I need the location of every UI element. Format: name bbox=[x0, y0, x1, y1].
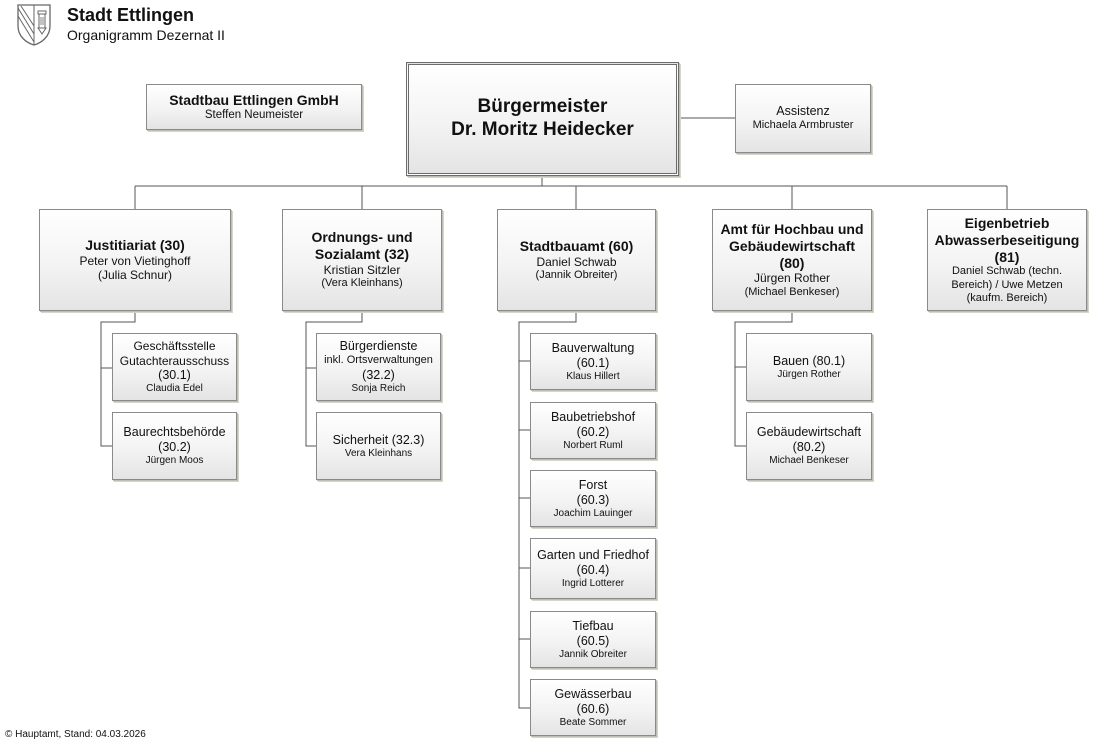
org-box-justitiariat[interactable]: Justitiariat (30) Peter von Vietinghoff … bbox=[39, 209, 231, 311]
org-box-title-line: (60.2) bbox=[576, 424, 610, 439]
org-box-assistenz[interactable]: Assistenz Michaela Armbruster bbox=[735, 84, 871, 153]
org-box-title-line: (60.4) bbox=[576, 562, 610, 577]
org-box-title-line: Garten und Friedhof bbox=[537, 547, 649, 562]
org-box-person: Michael Benkeser bbox=[769, 455, 849, 466]
org-box-stadtbau-gmbh[interactable]: Stadtbau Ettlingen GmbH Steffen Neumeist… bbox=[146, 84, 362, 130]
org-box-32-3[interactable]: Sicherheit (32.3) Vera Kleinhans bbox=[316, 412, 441, 480]
org-box-person: Jannik Obreiter bbox=[559, 648, 627, 660]
footer-note: © Hauptamt, Stand: 04.03.2026 bbox=[5, 729, 146, 740]
org-box-title-line: (60.3) bbox=[576, 492, 610, 507]
org-box-title: Justitiariat (30) bbox=[85, 237, 185, 254]
org-box-title-line: Bauverwaltung bbox=[551, 340, 635, 355]
org-box-person: Daniel Schwab (techn. bbox=[951, 265, 1063, 278]
org-box-title-line: (30.1) bbox=[158, 367, 191, 382]
org-box-title-line: (60.1) bbox=[576, 355, 610, 370]
org-box-title: Assistenz bbox=[776, 104, 830, 119]
org-box-person: Ingrid Lotterer bbox=[561, 577, 625, 589]
org-box-title-line: Tiefbau bbox=[572, 618, 614, 633]
connector-60 bbox=[518, 311, 577, 709]
org-box-title-line: (80) bbox=[779, 254, 805, 271]
org-box-title-line: Sicherheit (32.3) bbox=[332, 432, 425, 447]
org-box-title-line: Gebäudewirtschaft bbox=[756, 425, 862, 439]
connector-32 bbox=[305, 311, 363, 447]
org-box-person: Vera Kleinhans bbox=[344, 447, 413, 459]
org-box-person: Sonja Reich bbox=[351, 382, 406, 394]
connector-80 bbox=[734, 311, 793, 447]
org-box-deputy: (Michael Benkeser) bbox=[744, 285, 840, 298]
org-box-title-line: Bürgerdienste bbox=[339, 339, 418, 354]
org-box-80-1[interactable]: Bauen (80.1) Jürgen Rother bbox=[746, 333, 872, 401]
org-box-title-line: (60.6) bbox=[576, 701, 610, 716]
org-box-title: Bürgermeister bbox=[477, 96, 608, 118]
org-box-80-2[interactable]: Gebäudewirtschaft (80.2) Michael Benkese… bbox=[746, 412, 872, 480]
org-box-60-5[interactable]: Tiefbau (60.5) Jannik Obreiter bbox=[530, 611, 656, 668]
org-box-title: Stadtbau Ettlingen GmbH bbox=[169, 91, 339, 108]
org-box-title-line: Geschäftsstelle bbox=[133, 339, 216, 354]
org-box-person: Klaus Hillert bbox=[566, 370, 620, 382]
org-box-30-2[interactable]: Baurechtsbehörde (30.2) Jürgen Moos bbox=[112, 412, 237, 480]
org-box-title-line: (81) bbox=[994, 248, 1020, 265]
org-box-60-4[interactable]: Garten und Friedhof (60.4) Ingrid Lotter… bbox=[530, 538, 656, 599]
org-box-buergermeister[interactable]: Bürgermeister Dr. Moritz Heidecker bbox=[406, 62, 679, 176]
org-box-person: (kaufm. Bereich) bbox=[966, 291, 1048, 304]
page-subtitle: Organigramm Dezernat II bbox=[67, 27, 225, 43]
connector-30 bbox=[100, 311, 136, 447]
org-box-person: Beate Sommer bbox=[559, 716, 627, 728]
org-box-deputy: (Julia Schnur) bbox=[97, 268, 173, 283]
org-box-person: Dr. Moritz Heidecker bbox=[451, 119, 634, 140]
org-box-60-2[interactable]: Baubetriebshof (60.2) Norbert Ruml bbox=[530, 402, 656, 459]
page-title: Stadt Ettlingen bbox=[67, 5, 194, 25]
org-box-person: Joachim Lauinger bbox=[553, 507, 633, 519]
coat-of-arms-icon bbox=[17, 4, 51, 51]
org-box-title-line: (60.5) bbox=[576, 633, 610, 648]
org-box-stadtbauamt[interactable]: Stadtbauamt (60) Daniel Schwab (Jannik O… bbox=[497, 209, 656, 311]
org-box-title-line: inkl. Ortsverwaltungen bbox=[324, 354, 433, 367]
org-box-title: Stadtbauamt (60) bbox=[519, 237, 634, 254]
org-box-60-3[interactable]: Forst (60.3) Joachim Lauinger bbox=[530, 470, 656, 527]
org-box-32-2[interactable]: Bürgerdienste inkl. Ortsverwaltungen (32… bbox=[316, 333, 441, 401]
org-box-title-line: Baubetriebshof bbox=[550, 409, 636, 424]
org-box-title-line: (32.2) bbox=[362, 367, 395, 382]
org-box-title-line: Gewässerbau bbox=[554, 686, 632, 701]
org-box-deputy: (Vera Kleinhans) bbox=[321, 277, 403, 290]
org-box-30-1[interactable]: Geschäftsstelle Gutachterausschuss (30.1… bbox=[112, 333, 237, 401]
org-box-person: Daniel Schwab bbox=[536, 254, 617, 269]
org-box-60-6[interactable]: Gewässerbau (60.6) Beate Sommer bbox=[530, 679, 656, 736]
org-box-title-line: Bauen (80.1) bbox=[772, 353, 846, 368]
org-box-abwasser[interactable]: Eigenbetrieb Abwasserbeseitigung (81) Da… bbox=[927, 209, 1087, 311]
org-box-person: Claudia Edel bbox=[146, 382, 203, 394]
org-box-person: Bereich) / Uwe Metzen bbox=[951, 278, 1063, 291]
org-box-title-line: Abwasserbeseitigung bbox=[934, 231, 1080, 248]
org-box-title-line: Eigenbetrieb bbox=[964, 215, 1050, 232]
org-box-person: Jürgen Moos bbox=[145, 455, 204, 466]
org-box-title-line: Ordnungs- und bbox=[311, 229, 413, 246]
org-box-title-line: Sozialamt (32) bbox=[314, 246, 410, 263]
org-box-ordnungsamt[interactable]: Ordnungs- und Sozialamt (32) Kristian Si… bbox=[282, 209, 442, 311]
org-box-title-line: (80.2) bbox=[792, 440, 826, 454]
org-box-person: Peter von Vietinghoff bbox=[79, 254, 191, 268]
org-box-person: Kristian Sitzler bbox=[323, 263, 401, 277]
org-box-title-line: Amt für Hochbau und bbox=[720, 221, 864, 238]
org-box-hochbau[interactable]: Amt für Hochbau und Gebäudewirtschaft (8… bbox=[712, 209, 872, 311]
org-box-title-line: Baurechtsbehörde bbox=[123, 425, 226, 439]
org-box-person: Norbert Ruml bbox=[563, 439, 623, 451]
org-box-deputy: (Jannik Obreiter) bbox=[535, 269, 618, 281]
org-box-title-line: Gebäudewirtschaft bbox=[728, 237, 856, 254]
org-box-person: Steffen Neumeister bbox=[204, 108, 304, 121]
org-box-person: Jürgen Rother bbox=[753, 271, 831, 286]
org-box-title-line: Gutachterausschuss bbox=[119, 353, 230, 368]
org-box-60-1[interactable]: Bauverwaltung (60.1) Klaus Hillert bbox=[530, 333, 656, 390]
org-box-person: Jürgen Rother bbox=[777, 368, 841, 380]
org-box-title-line: Forst bbox=[578, 477, 608, 492]
org-box-person: Michaela Armbruster bbox=[752, 119, 854, 132]
org-box-title-line: (30.2) bbox=[158, 440, 191, 454]
